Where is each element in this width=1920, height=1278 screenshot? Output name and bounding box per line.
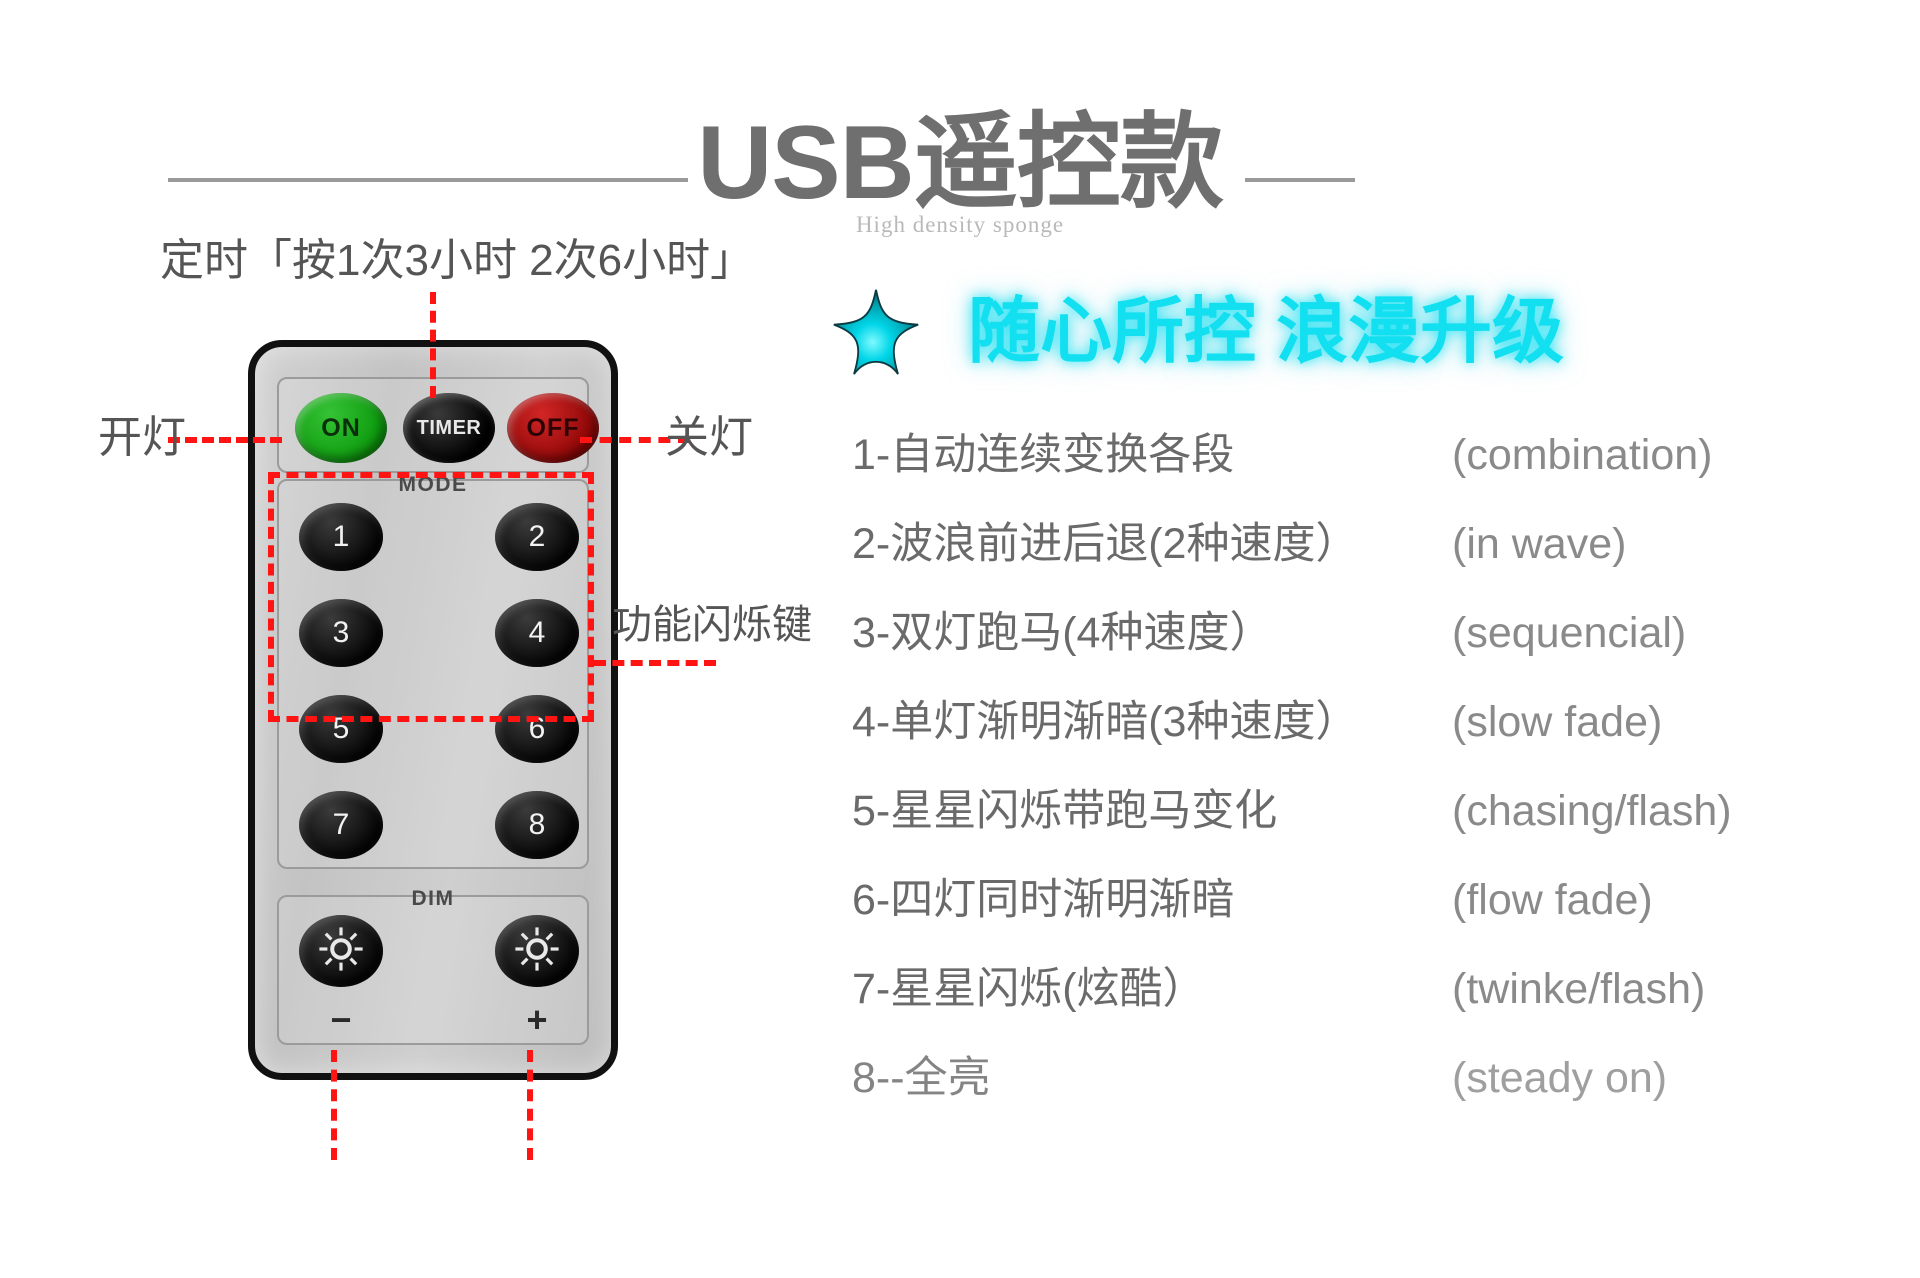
sun-icon (513, 925, 561, 978)
mode-button-4[interactable]: 4 (495, 599, 579, 667)
timer-annotation: 定时「按1次3小时 2次6小时」 (160, 236, 755, 285)
page-title: USB遥控款 (697, 105, 1224, 221)
light-on-callout-line (168, 437, 282, 443)
dim-minus-callout-line (331, 1050, 337, 1160)
mode-label-en: (chasing/flash) (1452, 787, 1732, 835)
function-keys-callout-line (594, 660, 716, 666)
dim-plus-sign: + (526, 999, 548, 1040)
page-subtitle: High density sponge (855, 212, 1065, 237)
mode-label-cn: 2-波浪前进后退(2种速度） (852, 520, 1359, 568)
list-item: 5-星星闪烁带跑马变化 (chasing/flash) (852, 786, 1792, 875)
remote-control: ON TIMER OFF MODE 1 2 3 4 5 6 7 8 DIM (248, 340, 618, 1080)
mode-label-en: (slow fade) (1452, 698, 1663, 746)
mode-button-7[interactable]: 7 (299, 791, 383, 859)
mode-label-en: (combination) (1452, 431, 1713, 479)
mode-label-en: (twinke/flash) (1452, 965, 1706, 1013)
light-off-annotation: 关灯 (665, 413, 753, 462)
mode-button-1[interactable]: 1 (299, 503, 383, 571)
timer-button[interactable]: TIMER (403, 393, 495, 463)
mode-section-label: MODE (398, 473, 468, 496)
star-icon (830, 288, 922, 376)
dim-section-label: DIM (411, 887, 455, 910)
mode-label-en: (flow fade) (1452, 876, 1653, 924)
light-off-callout-line (580, 437, 690, 443)
list-item: 7-星星闪烁(炫酷） (twinke/flash) (852, 964, 1792, 1053)
light-on-annotation: 开灯 (98, 413, 186, 462)
dim-up-button[interactable] (495, 915, 579, 987)
mode-button-8[interactable]: 8 (495, 791, 579, 859)
mode-label-cn: 7-星星闪烁(炫酷） (852, 965, 1206, 1013)
header-rule-left (168, 178, 688, 182)
headline: 随心所控 浪漫升级 (830, 288, 1564, 376)
mode-label-en: (in wave) (1452, 520, 1627, 568)
mode-label-cn: 6-四灯同时渐明渐暗 (852, 876, 1235, 924)
mode-label-cn: 5-星星闪烁带跑马变化 (852, 787, 1278, 835)
function-keys-annotation: 功能闪烁键 (612, 603, 812, 647)
list-item: 4-单灯渐明渐暗(3种速度） (slow fade) (852, 697, 1792, 786)
page-header: USB遥控款 (0, 56, 1920, 215)
mode-label-cn: 4-单灯渐明渐暗(3种速度） (852, 698, 1359, 746)
dim-plus-callout-line (527, 1050, 533, 1160)
sun-icon (317, 925, 365, 978)
mode-label-cn: 8--全亮 (852, 1054, 991, 1102)
dim-down-button[interactable] (299, 915, 383, 987)
list-item: 3-双灯跑马(4种速度） (sequencial) (852, 608, 1792, 697)
mode-label-cn: 1-自动连续变换各段 (852, 431, 1235, 479)
dim-minus-sign: − (330, 999, 352, 1040)
mode-button-2[interactable]: 2 (495, 503, 579, 571)
list-item: 1-自动连续变换各段 (combination) (852, 430, 1792, 519)
mode-list: 1-自动连续变换各段 (combination) 2-波浪前进后退(2种速度） … (852, 430, 1792, 1142)
headline-text: 随心所控 浪漫升级 (968, 292, 1565, 372)
header-rule-right (1245, 178, 1355, 182)
on-button[interactable]: ON (295, 393, 387, 463)
list-item: 8--全亮 (steady on) (852, 1053, 1792, 1142)
off-button[interactable]: OFF (507, 393, 599, 463)
list-item: 6-四灯同时渐明渐暗 (flow fade) (852, 875, 1792, 964)
remote-body: ON TIMER OFF MODE 1 2 3 4 5 6 7 8 DIM (248, 340, 618, 1080)
mode-label-cn: 3-双灯跑马(4种速度） (852, 609, 1273, 657)
mode-button-5[interactable]: 5 (299, 695, 383, 763)
list-item: 2-波浪前进后退(2种速度） (in wave) (852, 519, 1792, 608)
mode-label-en: (sequencial) (1452, 609, 1687, 657)
mode-button-3[interactable]: 3 (299, 599, 383, 667)
mode-label-en: (steady on) (1452, 1054, 1668, 1102)
timer-callout-line (430, 292, 436, 398)
mode-button-6[interactable]: 6 (495, 695, 579, 763)
